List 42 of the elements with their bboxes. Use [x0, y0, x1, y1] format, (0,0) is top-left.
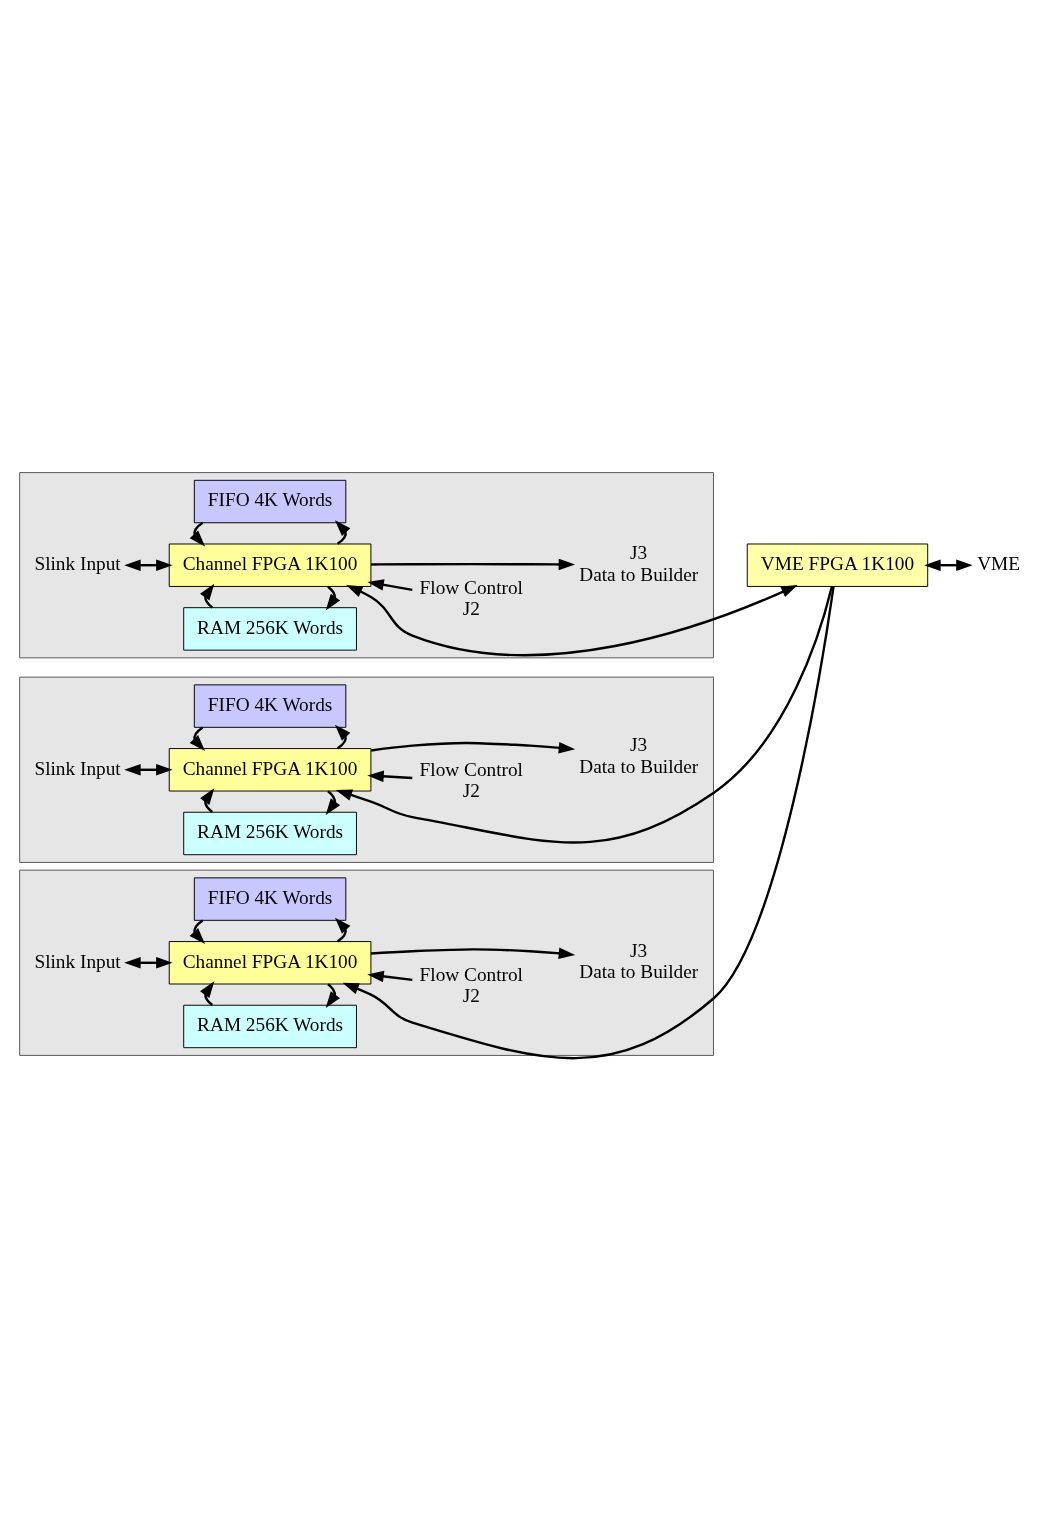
arrow [371, 741, 576, 753]
arrow [342, 585, 835, 1059]
arrow [124, 763, 173, 776]
node-text: J3 Data to Builder [579, 541, 699, 585]
node-text: J3 Data to Builder [579, 939, 699, 982]
node-box: Channel FPGA 1K100 [168, 940, 372, 984]
arrow [334, 724, 351, 749]
node-text: Flow Control J2 [419, 758, 523, 801]
cluster [19, 869, 714, 1056]
node-text: Flow Control J2 [419, 576, 523, 619]
node-box: RAM 256K Words [183, 1004, 357, 1048]
node-box: Channel FPGA 1K100 [168, 543, 372, 587]
cluster [19, 676, 714, 863]
node-box: Channel FPGA 1K100 [168, 747, 372, 791]
node-box: FIFO 4K Words [193, 479, 347, 523]
node-text: VME [977, 552, 1021, 574]
node-text: Slink Input [34, 552, 121, 574]
arrow [200, 583, 215, 608]
arrow [124, 956, 173, 969]
arrow [124, 558, 173, 571]
arrow [924, 558, 973, 571]
arrow [334, 519, 351, 545]
node-box: FIFO 4K Words [193, 876, 347, 921]
node-box: VME FPGA 1K100 [746, 543, 929, 587]
node-box: FIFO 4K Words [193, 683, 347, 728]
arrow [367, 770, 413, 782]
arrow [189, 521, 206, 546]
node-box: RAM 256K Words [183, 606, 357, 651]
cluster [19, 471, 714, 658]
node-box: RAM 256K Words [183, 811, 357, 855]
node-text: Slink Input [34, 950, 121, 972]
node-text: J3 Data to Builder [579, 733, 699, 777]
arrow [346, 584, 798, 656]
arrow [371, 558, 576, 570]
arrow [367, 970, 413, 982]
node-text: Slink Input [34, 757, 121, 779]
arrow [325, 585, 341, 610]
arrow [367, 578, 413, 591]
arrow [335, 585, 834, 844]
node-text: Flow Control J2 [419, 963, 523, 1006]
arrow [334, 917, 351, 942]
arrow [370, 947, 576, 959]
